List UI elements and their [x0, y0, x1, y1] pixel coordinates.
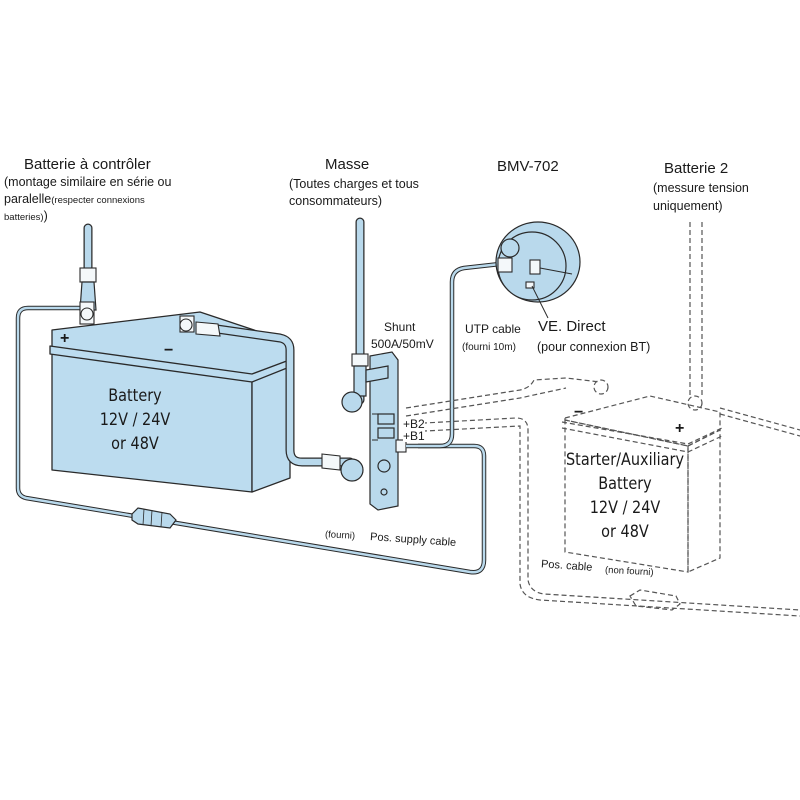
- ve-direct-title: VE. Direct: [538, 318, 606, 335]
- battery2-sense-cable: [689, 222, 800, 437]
- terminal-b2: +B2: [403, 417, 425, 431]
- battery-to-monitor-note-1: (montage similaire en série ou: [4, 175, 172, 189]
- main-battery-voltage-alt: or 48V: [111, 434, 159, 454]
- auxiliary-battery: [561, 379, 723, 573]
- battery2-note-2: uniquement): [653, 199, 723, 213]
- battery-positive-cable: [79, 223, 97, 311]
- aux-battery-plus: +: [675, 420, 685, 437]
- aux-battery-minus: −: [574, 404, 584, 421]
- ve-direct-note: (pour connexion BT): [537, 340, 651, 354]
- note-close: ): [43, 209, 48, 223]
- ground-note-1: (Toutes charges et tous: [289, 177, 419, 191]
- shunt-rating: 500A/50mV: [371, 337, 434, 351]
- positive-supply-cable: [15, 305, 487, 575]
- pos-supply-note: (fourni): [324, 529, 356, 542]
- terminal-b1: +B1: [403, 429, 425, 443]
- aux-battery-name: Starter/Auxiliary: [566, 450, 684, 470]
- shunt-label: Shunt: [384, 320, 416, 334]
- battery2-note-1: (messure tension: [653, 181, 749, 195]
- aux-negative-cable: [405, 377, 800, 617]
- note-small: (respecter connexions: [51, 195, 145, 206]
- main-battery-minus: −: [164, 342, 174, 359]
- utp-cable-label: UTP cable: [465, 322, 521, 336]
- shunt: [340, 351, 407, 511]
- inline-fuse-holder: [131, 507, 177, 529]
- aux-battery-voltage-alt: or 48V: [601, 522, 649, 542]
- note-main: paralelle: [4, 192, 52, 206]
- monitor-title: BMV-702: [497, 158, 559, 175]
- battery-to-monitor-note-2: paralelle(respecter connexions: [4, 191, 145, 209]
- utp-cable-note: (fourni 10m): [462, 342, 516, 353]
- ground-note-2: consommateurs): [289, 194, 383, 208]
- main-battery-plus: +: [60, 330, 70, 347]
- main-battery-name: Battery: [108, 386, 162, 406]
- main-battery-voltage: 12V / 24V: [99, 410, 171, 430]
- bmv-702-monitor: [495, 221, 581, 319]
- utp-cable: [406, 261, 501, 449]
- aux-battery-label: Starter/Auxiliary Battery 12V / 24V or 4…: [566, 448, 685, 544]
- main-battery: [49, 301, 293, 493]
- ground-cable: [351, 217, 369, 405]
- ground-title: Masse: [325, 156, 370, 173]
- main-battery-label: Battery 12V / 24V or 48V: [71, 384, 199, 456]
- battery-to-monitor-note-3: batteries)): [4, 208, 48, 226]
- battery2-title: Batterie 2: [664, 160, 729, 177]
- negative-cable: [195, 321, 355, 471]
- battery-to-monitor-title: Batterie à contrôler: [24, 156, 151, 173]
- aux-battery-voltage: 12V / 24V: [589, 498, 661, 518]
- aux-battery-name-2: Battery: [598, 474, 652, 494]
- note-small: batteries): [4, 212, 44, 223]
